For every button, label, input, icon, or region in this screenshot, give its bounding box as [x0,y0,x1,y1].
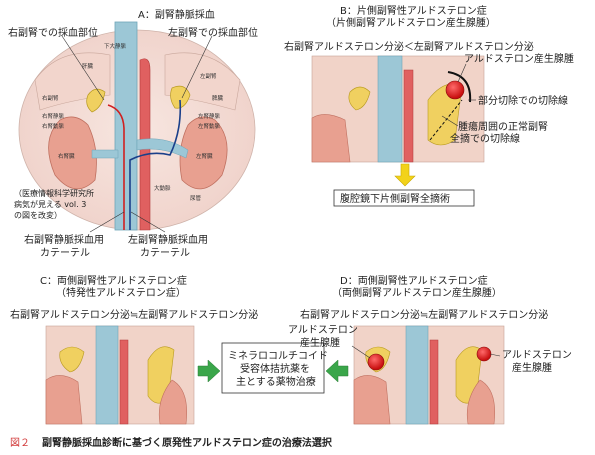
figure-caption: 図２ 副腎静脈採血診断に基づく原発性アルドステロン症の治療法選択 [10,436,333,449]
panel-c-right-kidney [45,375,83,425]
panel-d-vena-cava [405,325,429,425]
anatomy-label: 左腎臓 [196,152,213,160]
left-catheter [129,99,182,230]
left-kidney [179,116,228,190]
label-right-catheter: 右副腎静脈採血用 [24,233,104,246]
panel-b-aorta [403,69,414,163]
result-text-b: 腹腔鏡下片側副腎全摘術 [340,192,450,205]
partial-resection-line [447,71,472,103]
pointer-adenoma [457,63,467,83]
total-resection-line [429,99,463,141]
label-left-sampling-site: 左副腎での採血部位 [168,26,258,39]
panel-d-left-adenoma [476,346,492,362]
panel-c-right-adrenal [59,346,85,373]
caption-figure-number: 図２ [10,437,30,449]
center-box-line: ミネラロコルチコイド [228,350,328,362]
anatomy-label: 大動脈 [154,184,171,192]
anatomy-label: 右副腎 [42,94,59,102]
anatomy-label: 下大静脈 [104,42,127,50]
pointer-d-right-label [489,353,501,357]
source-note-line: の図を改変） [14,210,62,220]
anatomy-label-group: 肝臓 下大静脈 右副腎 左副腎 右腎臓 左腎臓 大動脈 脾臓 右腎静脈 左腎静脈… [42,42,224,202]
label-left-catheter: 左副腎静脈採血用 [128,233,208,246]
label-d-adenoma-right: 産生腺腫 [512,361,552,374]
pointer-normal [441,115,459,127]
arrow-left-green [325,359,349,383]
panel-a-title: A：副腎静脈採血 [138,8,215,21]
label-left-catheter: カテーテル [140,247,190,259]
panel-b: B：片側副腎性アルドステロン症 （片側副腎アルドステロン産生腺腫） 右副腎アルド… [284,4,574,207]
label-total-resection: 全摘での切除線 [450,132,520,145]
panel-c-aorta [119,339,129,425]
source-note-line: （医療情報科学研究所 [14,188,94,198]
result-box-b [333,189,475,207]
panel-b-right-adrenal [348,86,371,111]
panel-c-title: C：両側副腎性アルドステロン症 [40,274,187,287]
panel-c-vena-cava [95,325,119,425]
anatomy-label: 左腎動脈 [198,122,221,130]
pointer-right-site [61,35,105,101]
panel-b-vena-cava [377,55,403,163]
label-normal-adrenal: 腫瘍周囲の正常副腎 [458,120,548,133]
arrow-right-green [197,359,221,383]
panel-a: A：副腎静脈採血 肝臓 下大静脈 右副腎 左副腎 右腎臓 [8,8,258,259]
anatomy-label: 左副腎 [200,72,217,80]
label-right-catheter: カテーテル [40,247,90,259]
anatomy-label: 左腎静脈 [198,112,221,120]
anatomy-label: 右腎静脈 [42,112,65,120]
label-adenoma: アルドステロン産生腺腫 [464,52,574,65]
label-d-adenoma-left: 産生腺腫 [300,336,340,349]
panel-d-title: （両側副腎アルドステロン産生腺腫） [332,286,502,299]
panel-b-secretion: 右副腎アルドステロン分泌＜左副腎アルドステロン分泌 [284,40,534,53]
panel-b-right-kidney [311,114,351,163]
panel-c: C：両側副腎性アルドステロン症 （特発性アルドステロン症） 右副腎アルドステロン… [10,274,258,425]
panel-c-secretion: 右副腎アルドステロン分泌≒左副腎アルドステロン分泌 [10,308,258,321]
panel-d-secretion: 右副腎アルドステロン分泌≒左副腎アルドステロン分泌 [300,308,548,321]
arrow-down-yellow [394,163,416,187]
anatomy-label: 右腎動脈 [42,122,65,130]
label-right-sampling-site: 右副腎での採血部位 [8,26,98,39]
caption-text: 副腎静脈採血診断に基づく原発性アルドステロン症の治療法選択 [42,436,333,449]
center-treatment-box [221,342,325,394]
label-d-adenoma-left: アルドステロン [288,325,358,336]
center-box-line: 受容体拮抗薬を [240,362,310,375]
pointer-left-site [181,35,213,99]
source-note-line: 病気が見える vol. 3 [14,199,86,209]
panel-d-aorta [429,339,439,425]
panel-d-title: D：両側副腎性アルドステロン症 [340,274,488,287]
panel-b-title: B：片側副腎性アルドステロン症 [340,4,487,17]
panel-b-adenoma [445,80,465,100]
label-partial-resection: 部分切除での切除線 [478,94,568,107]
pointer-d-left-label [351,345,371,359]
panel-c-title: （特発性アルドステロン症） [56,286,186,299]
pointer-left-catheter [130,211,166,233]
panel-d-left-kidney [466,379,495,425]
panel-c-left-kidney [158,379,187,425]
right-renal-vein [91,149,119,159]
right-kidney [48,116,97,190]
pointer-right-catheter [89,211,125,233]
panel-d-right-kidney [353,375,391,425]
vena-cava [114,21,138,231]
center-box-line: 主とする薬物治療 [236,375,316,388]
anatomy-label: 尿管 [190,194,202,202]
anatomy-label: 肝臓 [82,62,94,70]
panel-d: D：両側副腎性アルドステロン症 （両側副腎アルドステロン産生腺腫） 右副腎アルド… [288,274,572,425]
anatomy-label: 脾臓 [212,94,224,102]
panel-d-right-adenoma [367,353,385,371]
label-d-adenoma-right: アルドステロン [502,350,572,361]
right-catheter [107,104,125,230]
panel-b-title: （片側副腎アルドステロン産生腺腫） [326,16,496,29]
anatomy-label: 右腎臓 [58,152,75,160]
